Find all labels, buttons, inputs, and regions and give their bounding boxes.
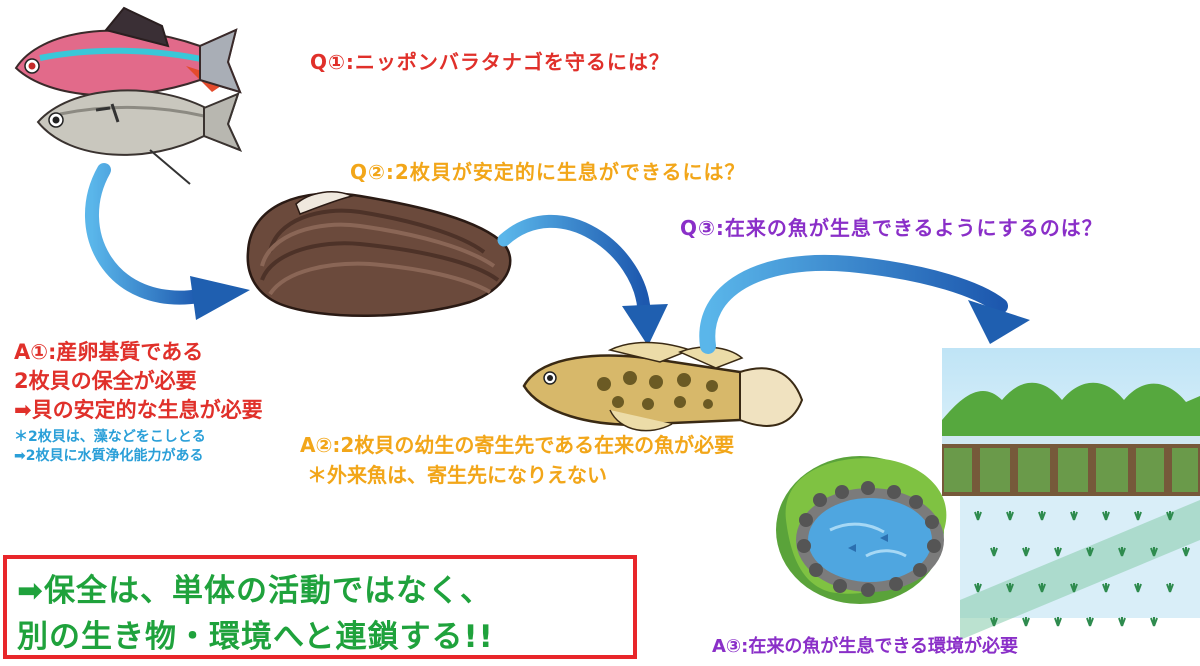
conclusion-line-1: ➡保全は、単体の活動ではなく、 [17,573,492,609]
answer-2-line-1: A②:2枚貝の幼生の寄生先である在来の魚が必要 [300,433,735,457]
bitterling-female-fish [36,89,242,185]
native-goby-fish-image [522,341,804,432]
question-3: Q③:在来の魚が生息できるようにするのは？ [680,216,1103,240]
conclusion-line-2: 別の生き物・環境へと連鎖する!! [17,619,494,655]
question-1: Q①:ニッポンバラタナゴを守るには？ [310,50,670,74]
answer-1-line-3: ➡貝の安定的な生息が必要 [14,398,263,422]
answer-1-line-2: 2枚貝の保全が必要 [14,369,197,393]
bitterling-fish-image [14,6,242,185]
pond-image [776,456,947,604]
rice-paddy-image [960,488,1200,640]
farmland-mountains-image [942,348,1200,496]
answer-2: A②:2枚貝の幼生の寄生先である在来の魚が必要 ＊外来魚は、寄生先になりえない [300,430,734,490]
question-2: Q②:2枚貝が安定的に生息ができるには？ [350,160,746,184]
freshwater-mussel-image [246,191,512,317]
answer-3: A③:在来の魚が生息できる環境が必要 [712,636,1019,657]
answer-2-line-2: ＊外来魚は、寄生先になりえない [300,463,607,487]
flow-arrow-goby-to-habitat [699,254,1030,354]
answer-1-note-1: ＊2枚貝は、藻などをこしとる [14,429,206,445]
flow-arrow-fish-to-mussel [85,163,250,320]
bitterling-male-fish [14,6,242,97]
answer-1-line-1: A①:産卵基質である [14,340,204,364]
flow-arrow-mussel-to-goby [497,214,668,346]
conclusion-box: ➡保全は、単体の活動ではなく、 別の生き物・環境へと連鎖する!! [3,555,637,659]
answer-1-notes: ＊2枚貝は、藻などをこしとる ➡2枚貝に水質浄化能力がある [14,428,206,466]
answer-1: A①:産卵基質である 2枚貝の保全が必要 ➡貝の安定的な生息が必要 [14,338,263,425]
answer-1-note-2: ➡2枚貝に水質浄化能力がある [14,448,204,464]
